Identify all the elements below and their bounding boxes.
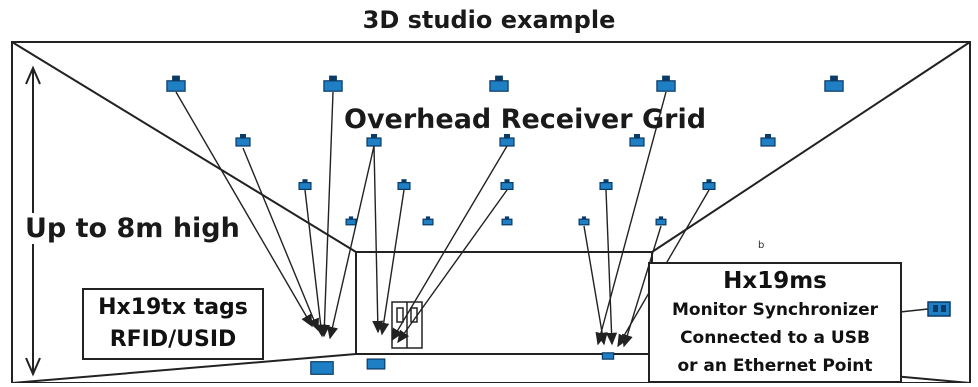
- receiver-icon: [656, 75, 676, 92]
- signal-arrow: [242, 147, 319, 332]
- door-icon: [391, 301, 423, 349]
- receiver-icon: [166, 75, 186, 92]
- receiver-icon: [629, 134, 645, 147]
- receiver-icon: [345, 216, 357, 226]
- receiver-icon: [397, 179, 411, 191]
- receiver-icon: [655, 216, 667, 226]
- signal-arrow: [391, 145, 508, 342]
- monitor-callout: Hx19ms Monitor Synchronizer Connected to…: [648, 262, 902, 383]
- receiver-icon: [500, 179, 514, 191]
- tags-callout-line1: Hx19tx tags: [98, 295, 248, 320]
- receiver-icon: [578, 216, 590, 226]
- receiver-icon: [323, 75, 343, 92]
- tags-callout: Hx19tx tags RFID/USID: [82, 288, 264, 360]
- overhead-grid-label: Overhead Receiver Grid: [344, 104, 707, 135]
- receiver-icon: [760, 134, 776, 147]
- receiver-icon: [366, 134, 382, 147]
- tag-icon: [366, 358, 386, 370]
- signal-arrow: [583, 225, 608, 346]
- receiver-icon: [489, 75, 509, 92]
- signal-arrow: [175, 91, 313, 328]
- signal-arrow: [378, 189, 405, 336]
- floor-tags: [310, 352, 615, 375]
- monitor-callout-line4: or an Ethernet Point: [677, 356, 873, 376]
- monitor-callout-line3: Connected to a USB: [680, 328, 870, 348]
- signal-arrow: [397, 189, 508, 344]
- receiver-icon: [499, 134, 515, 147]
- monitor-synchronizer-icon: [899, 301, 951, 317]
- height-label: Up to 8m high: [23, 213, 242, 244]
- tag-icon: [310, 361, 334, 375]
- signal-arrow: [304, 189, 327, 338]
- signal-arrow: [605, 189, 618, 346]
- monitor-callout-line2: Monitor Synchronizer: [671, 300, 879, 320]
- stray-mark: b: [758, 240, 764, 251]
- receiver-icon: [702, 179, 716, 191]
- monitor-callout-line1: Hx19ms: [723, 268, 827, 294]
- receiver-icon: [298, 179, 312, 191]
- signal-arrow: [372, 145, 384, 334]
- receiver-grid: [166, 75, 844, 226]
- tag-icon: [601, 352, 615, 360]
- receiver-icon: [824, 75, 844, 92]
- signal-arrows: [175, 91, 710, 348]
- tags-callout-line2: RFID/USID: [109, 327, 237, 352]
- signal-arrow: [327, 145, 375, 340]
- receiver-icon: [422, 216, 434, 226]
- receiver-icon: [599, 179, 613, 191]
- signal-arrow: [595, 91, 667, 346]
- signal-arrow: [621, 225, 662, 348]
- receiver-icon: [501, 216, 513, 226]
- page-title: 3D studio example: [362, 6, 616, 34]
- receiver-icon: [235, 134, 251, 147]
- signal-arrow: [318, 91, 334, 338]
